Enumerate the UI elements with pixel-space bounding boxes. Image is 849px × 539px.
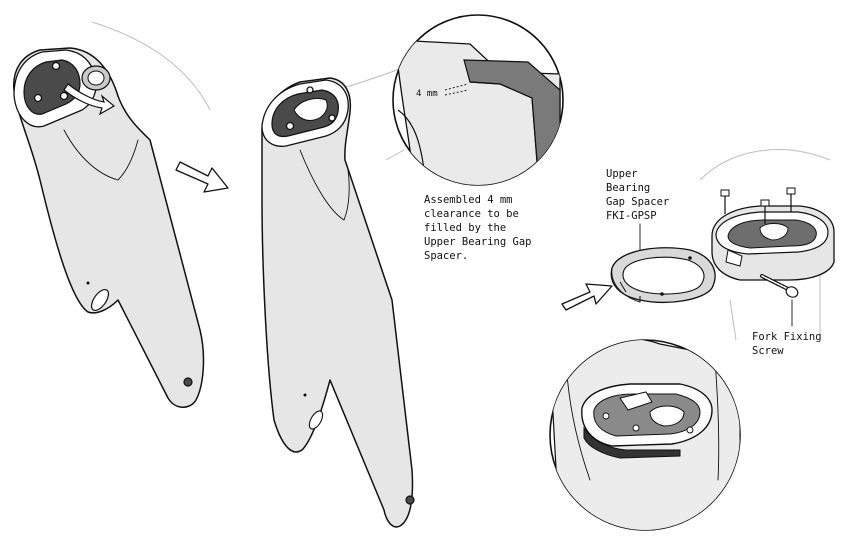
assembled-note-line-3: filled by the [424, 222, 506, 234]
screw-label-line-2: Screw [752, 345, 784, 357]
clearance-label: 4 mm [416, 89, 438, 99]
spacer-label-line-4: FKI-GPSP [606, 210, 657, 222]
screw-label: Fork Fixing Screw [752, 331, 822, 357]
assembled-note-line-2: clearance to be [424, 208, 519, 220]
assembled-note: Assembled 4 mm clearance to be filled by… [424, 194, 531, 262]
gap-spacer-ring [610, 247, 716, 303]
assembled-note-line-4: Upper Bearing Gap [424, 236, 531, 248]
top-screw-3 [786, 187, 796, 212]
insert-arrow-icon [561, 283, 613, 311]
step-arrow-icon [175, 161, 229, 193]
spacer-label-line-2: Bearing [606, 182, 650, 194]
spacer-label-line-1: Upper [606, 168, 638, 180]
screw-label-line-1: Fork Fixing [752, 331, 822, 343]
assembled-note-line-1: Assembled 4 mm [424, 194, 513, 206]
assembled-note-line-5: Spacer. [424, 250, 468, 262]
top-screw-2 [760, 199, 770, 224]
top-screw-1 [720, 189, 730, 214]
fork-crown-assembly [699, 149, 835, 341]
fork-left-illustration [13, 21, 211, 408]
crown-detail-circle [549, 339, 741, 531]
clearance-detail-circle: 4 mm [392, 14, 564, 186]
fork-fixing-screw [760, 274, 799, 298]
spacer-label-line-3: Gap Spacer [606, 196, 669, 208]
spacer-label: Upper Bearing Gap Spacer FKI-GPSP [606, 168, 669, 253]
fork-middle-illustration [261, 59, 421, 528]
